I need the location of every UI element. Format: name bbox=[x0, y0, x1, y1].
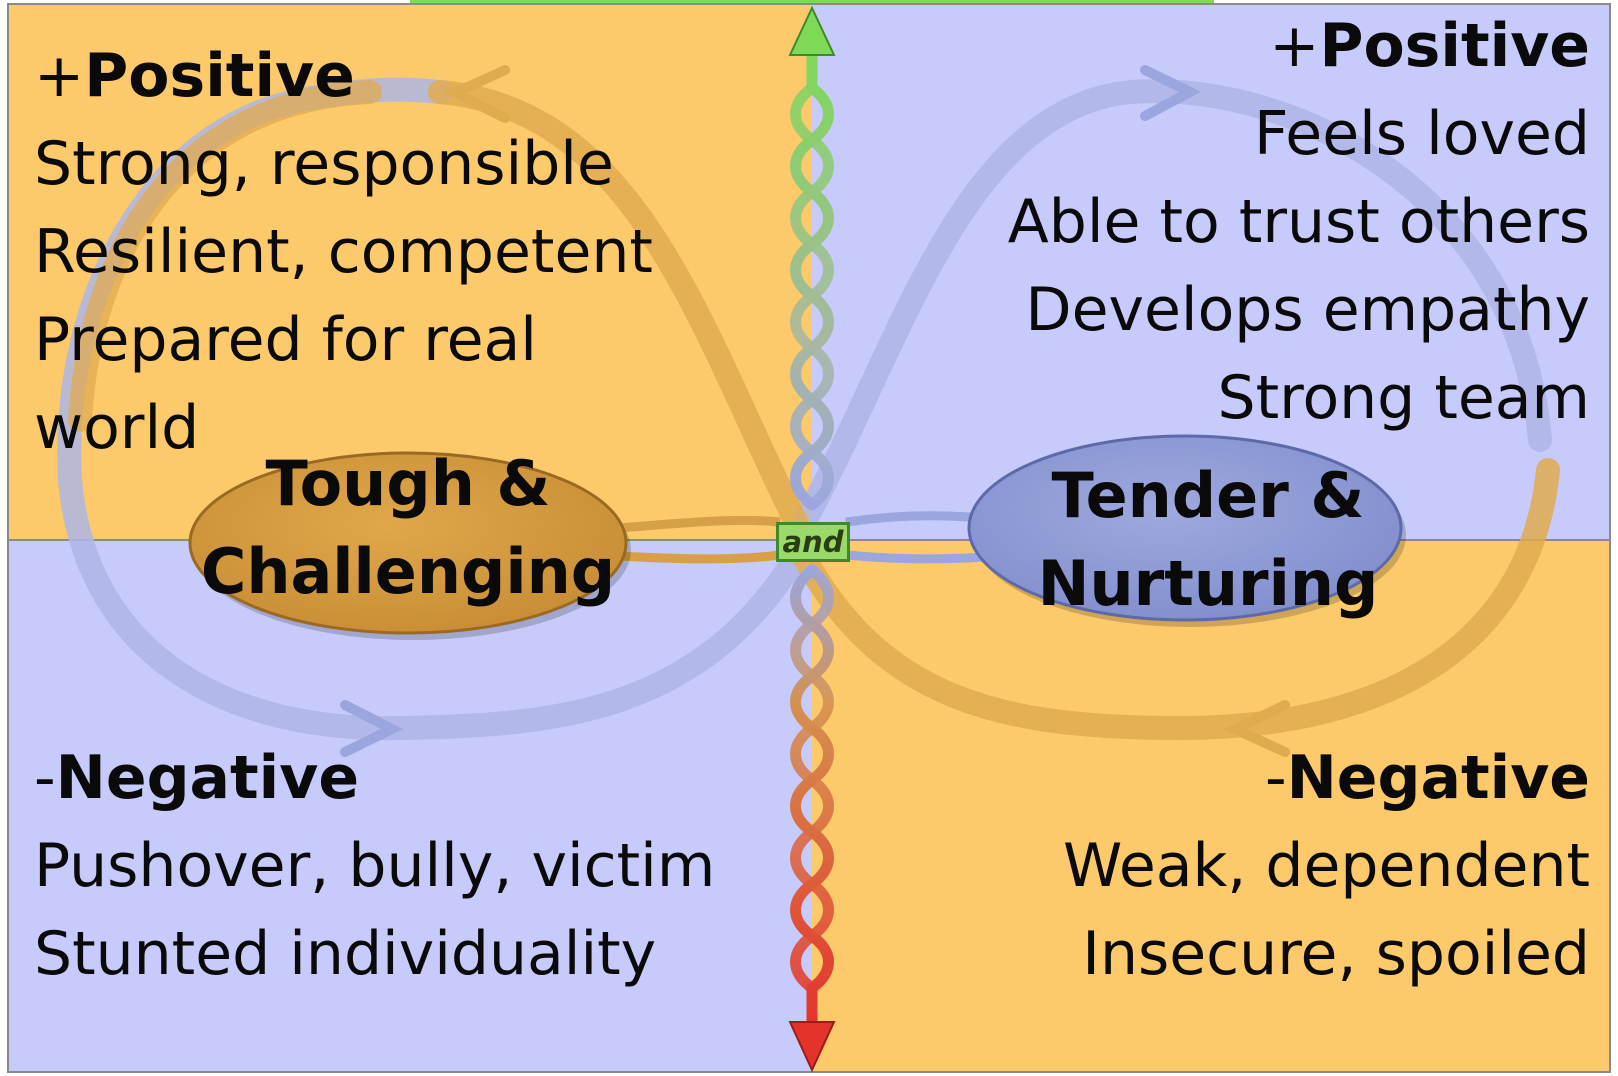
bottom-left-heading-word: Negative bbox=[55, 743, 360, 813]
rope-up bbox=[790, 44, 834, 511]
bottom-left-line-1: Pushover, bully, victim bbox=[34, 831, 716, 901]
top-right-sign: + bbox=[1269, 11, 1320, 81]
and-connector-label: and bbox=[776, 522, 850, 562]
top-right-heading-word: Positive bbox=[1319, 11, 1590, 81]
infinity-loop-blue-right bbox=[788, 79, 1552, 542]
top-right-line-3: Develops empathy bbox=[1025, 275, 1590, 345]
right-oval-line-2: Nurturing bbox=[1037, 547, 1379, 620]
top-left-heading-word: Positive bbox=[84, 41, 355, 111]
top-left-line-3: Prepared for real bbox=[34, 305, 537, 375]
loop-arrow-bottom-right-icon bbox=[1223, 700, 1290, 757]
bottom-left-line-2: Stunted individuality bbox=[34, 919, 657, 989]
bottom-right-heading: -Negative bbox=[1063, 734, 1590, 822]
bottom-right-sign: - bbox=[1264, 743, 1287, 813]
bottom-left-text: -Negative Pushover, bully, victim Stunte… bbox=[34, 734, 715, 998]
top-right-line-2: Able to trust others bbox=[1007, 187, 1590, 257]
infinity-loop-orange bbox=[428, 80, 812, 542]
top-right-line-4: Strong team bbox=[1217, 363, 1590, 433]
bottom-right-line-2: Insecure, spoiled bbox=[1082, 919, 1590, 989]
top-left-line-4: world bbox=[34, 393, 200, 463]
loop-arrow-top-right-icon bbox=[1140, 65, 1201, 121]
bottom-left-sign: - bbox=[34, 743, 56, 813]
left-oval-line-2: Challenging bbox=[200, 535, 616, 608]
infinity-loop-orange-right bbox=[788, 458, 1560, 741]
bottom-right-heading-word: Negative bbox=[1286, 743, 1590, 813]
red-down-arrow-icon bbox=[788, 1021, 836, 1073]
right-oval-line-1: Tender & bbox=[1051, 459, 1365, 532]
infinity-loop-orange-left bbox=[68, 80, 382, 432]
left-oval-line-1: Tough & bbox=[265, 447, 551, 520]
green-up-arrow-icon bbox=[788, 5, 836, 56]
left-connector-rope bbox=[619, 515, 781, 564]
right-oval bbox=[967, 434, 1403, 622]
top-left-line-1: Strong, responsible bbox=[34, 129, 614, 199]
bottom-left-heading: -Negative bbox=[34, 734, 715, 822]
top-left-sign: + bbox=[34, 41, 85, 111]
diagram-border bbox=[7, 3, 1611, 1073]
loop-arrow-bottom-left-icon bbox=[340, 700, 404, 757]
top-left-line-2: Resilient, competent bbox=[34, 217, 653, 287]
bottom-right-line-1: Weak, dependent bbox=[1063, 831, 1590, 901]
top-right-text: +Positive Feels loved Able to trust othe… bbox=[1008, 2, 1590, 442]
top-right-line-1: Feels loved bbox=[1254, 99, 1590, 169]
left-oval-label: Tough & Challenging bbox=[198, 440, 618, 616]
top-right-heading: +Positive bbox=[1008, 2, 1590, 90]
bottom-right-text: -Negative Weak, dependent Insecure, spoi… bbox=[1063, 734, 1590, 998]
left-oval bbox=[188, 451, 628, 635]
loop-arrow-top-left-icon bbox=[443, 65, 510, 123]
top-green-strip bbox=[410, 0, 1214, 5]
top-left-text: +Positive Strong, responsible Resilient,… bbox=[34, 32, 653, 472]
rope-down bbox=[790, 564, 834, 1031]
top-left-heading: +Positive bbox=[34, 32, 653, 120]
right-oval-label: Tender & Nurturing bbox=[998, 452, 1418, 628]
